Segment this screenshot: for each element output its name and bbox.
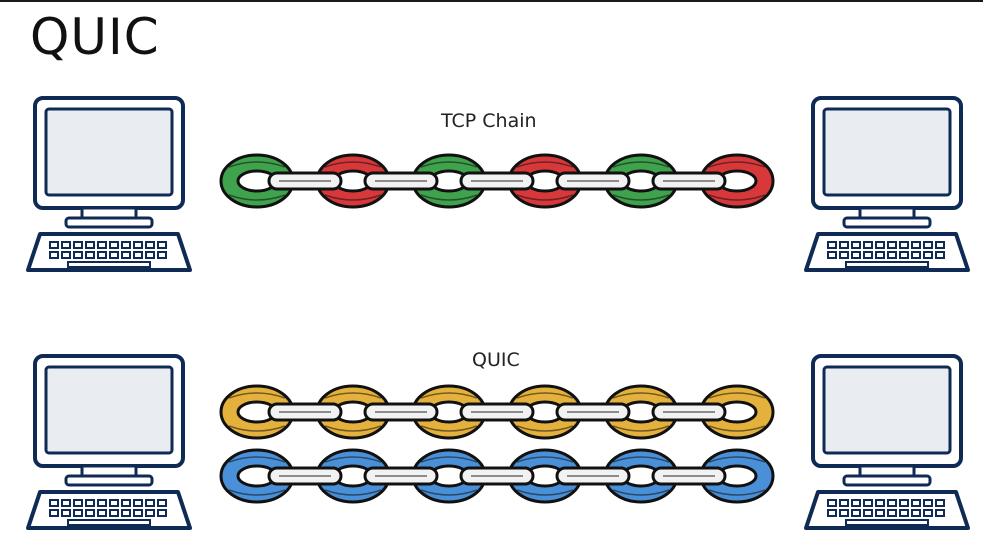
computer-icon [800,94,975,274]
chain-connector [363,402,439,422]
chain-link [603,448,679,504]
chain-link [699,384,775,440]
quic-stream-chain-2 [219,448,775,504]
chain-connector [267,402,343,422]
chain-link [315,384,391,440]
tcp-chain-caption: TCP Chain [441,110,537,132]
quic-caption: QUIC [472,349,520,371]
chain-connector [363,171,439,191]
chain-link [219,384,295,440]
slide-title: QUIC [30,8,160,66]
quic-stream-chain-1 [219,384,775,440]
chain-link [219,448,295,504]
computer-icon [800,352,975,532]
chain-connector [555,171,631,191]
chain-connector [651,466,727,486]
chain-link [219,153,295,209]
chain-connector [459,402,535,422]
top-border-line [0,0,983,2]
chain-connector [363,466,439,486]
chain-connector [267,171,343,191]
chain-connector [651,171,727,191]
chain-connector [555,402,631,422]
chain-connector [459,466,535,486]
computer-icon [22,94,197,274]
chain-connector [459,171,535,191]
chain-connector [651,402,727,422]
chain-connector [267,466,343,486]
tcp-chain [219,153,775,209]
computer-icon [22,352,197,532]
chain-connector [555,466,631,486]
